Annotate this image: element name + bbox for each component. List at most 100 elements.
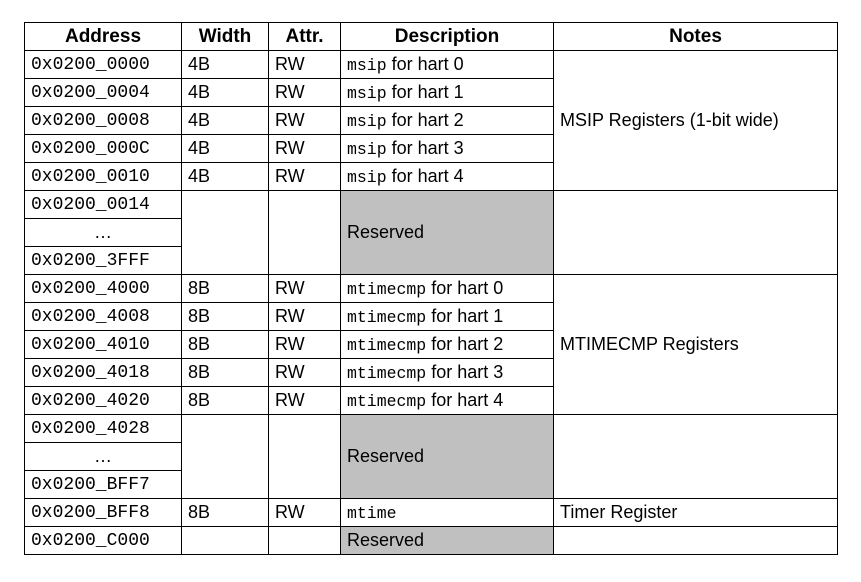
address-cell: 0x0200_4028 xyxy=(24,414,182,443)
description-text: for hart 1 xyxy=(426,306,504,326)
address-cell: 0x0200_BFF7 xyxy=(24,470,182,499)
notes-cell-mtimecmp: MTIMECMP Registers xyxy=(553,274,838,415)
width-cell: 8B xyxy=(181,330,269,359)
reserved-cell: Reserved xyxy=(340,414,554,499)
table-row: 0x0200_C000 Reserved xyxy=(24,526,838,555)
width-cell: 8B xyxy=(181,302,269,331)
table-row: 0x0200_0004 4B RW msip for hart 1 xyxy=(24,78,838,107)
width-cell: 4B xyxy=(181,78,269,107)
attr-cell: RW xyxy=(268,162,341,191)
header-address: Address xyxy=(24,22,182,51)
width-cell-empty xyxy=(181,414,269,499)
address-cell: 0x0200_3FFF xyxy=(24,246,182,275)
header-description: Description xyxy=(340,22,554,51)
notes-cell-mtime: Timer Register xyxy=(553,498,838,527)
description-cell: msip for hart 4 xyxy=(340,162,554,191)
description-text: for hart 4 xyxy=(386,166,464,186)
table-row: 0x0200_0010 4B RW msip for hart 4 xyxy=(24,162,838,191)
width-cell-empty xyxy=(181,190,269,275)
attr-cell: RW xyxy=(268,330,341,359)
width-cell-empty xyxy=(181,526,269,555)
address-cell: 0x0200_4000 xyxy=(24,274,182,303)
table-row: 0x0200_0000 4B RW msip for hart 0 MSIP R… xyxy=(24,50,838,191)
register-name: mtimecmp xyxy=(347,280,427,299)
description-cell: msip for hart 0 xyxy=(340,50,554,79)
width-cell: 4B xyxy=(181,50,269,79)
attr-cell-empty xyxy=(268,414,341,499)
address-cell: 0x0200_4008 xyxy=(24,302,182,331)
address-cell: 0x0200_C000 xyxy=(24,526,182,555)
table-row: 0x0200_4000 8B RW mtimecmp for hart 0 MT… xyxy=(24,274,838,415)
table-row: 0x0200_0014 Reserved xyxy=(24,190,838,275)
table-row: 0x0200_4010 8B RW mtimecmp for hart 2 xyxy=(24,330,838,359)
address-ellipsis: … xyxy=(24,442,182,471)
address-ellipsis: … xyxy=(24,218,182,247)
description-cell: mtimecmp for hart 0 xyxy=(340,274,554,303)
register-name: msip xyxy=(347,168,387,187)
description-text: for hart 3 xyxy=(386,138,464,158)
table-row: 0x0200_0008 4B RW msip for hart 2 xyxy=(24,106,838,135)
header-attr: Attr. xyxy=(268,22,341,51)
address-cell: 0x0200_0014 xyxy=(24,190,182,219)
register-name: msip xyxy=(347,84,387,103)
attr-cell: RW xyxy=(268,498,341,527)
table-row: … xyxy=(24,218,838,247)
address-cell: 0x0200_000C xyxy=(24,134,182,163)
description-cell: msip for hart 1 xyxy=(340,78,554,107)
address-cell: 0x0200_0008 xyxy=(24,106,182,135)
description-text: for hart 2 xyxy=(386,110,464,130)
notes-cell-msip: MSIP Registers (1-bit wide) xyxy=(553,50,838,191)
table-row: 0x0200_BFF8 8B RW mtime Timer Register xyxy=(24,498,838,527)
description-cell: mtimecmp for hart 4 xyxy=(340,386,554,415)
attr-cell: RW xyxy=(268,78,341,107)
attr-cell: RW xyxy=(268,106,341,135)
width-cell: 4B xyxy=(181,106,269,135)
address-cell: 0x0200_0004 xyxy=(24,78,182,107)
table-row: 0x0200_4020 8B RW mtimecmp for hart 4 xyxy=(24,386,838,415)
address-cell: 0x0200_4018 xyxy=(24,358,182,387)
register-name: mtimecmp xyxy=(347,364,427,383)
address-cell: 0x0200_4010 xyxy=(24,330,182,359)
register-name: msip xyxy=(347,112,387,131)
description-cell: mtimecmp for hart 3 xyxy=(340,358,554,387)
description-cell: msip for hart 2 xyxy=(340,106,554,135)
attr-cell-empty xyxy=(268,190,341,275)
table-row: 0x0200_4018 8B RW mtimecmp for hart 3 xyxy=(24,358,838,387)
attr-cell: RW xyxy=(268,134,341,163)
register-name: mtimecmp xyxy=(347,336,427,355)
attr-cell-empty xyxy=(268,526,341,555)
attr-cell: RW xyxy=(268,358,341,387)
attr-cell: RW xyxy=(268,50,341,79)
description-cell: mtimecmp for hart 1 xyxy=(340,302,554,331)
reserved-cell: Reserved xyxy=(340,190,554,275)
header-width: Width xyxy=(181,22,269,51)
notes-cell-empty xyxy=(553,414,838,499)
header-notes: Notes xyxy=(553,22,838,51)
header-row: Address Width Attr. Description Notes xyxy=(24,22,838,51)
description-cell: msip for hart 3 xyxy=(340,134,554,163)
table-row: 0x0200_BFF7 xyxy=(24,470,838,499)
description-cell: mtimecmp for hart 2 xyxy=(340,330,554,359)
width-cell: 8B xyxy=(181,498,269,527)
register-name: mtimecmp xyxy=(347,392,427,411)
address-cell: 0x0200_0010 xyxy=(24,162,182,191)
reserved-cell: Reserved xyxy=(340,526,554,555)
address-cell: 0x0200_4020 xyxy=(24,386,182,415)
table-row: 0x0200_4028 Reserved xyxy=(24,414,838,499)
width-cell: 4B xyxy=(181,162,269,191)
description-text: for hart 0 xyxy=(386,54,464,74)
notes-cell-empty xyxy=(553,190,838,275)
register-name: mtime xyxy=(347,504,397,523)
width-cell: 4B xyxy=(181,134,269,163)
table-row: 0x0200_4008 8B RW mtimecmp for hart 1 xyxy=(24,302,838,331)
attr-cell: RW xyxy=(268,302,341,331)
attr-cell: RW xyxy=(268,386,341,415)
width-cell: 8B xyxy=(181,274,269,303)
register-map-table: Address Width Attr. Description Notes 0x… xyxy=(24,22,838,555)
address-cell: 0x0200_0000 xyxy=(24,50,182,79)
register-name: msip xyxy=(347,56,387,75)
description-cell: mtime xyxy=(340,498,554,527)
notes-cell-empty xyxy=(553,526,838,555)
description-text: for hart 0 xyxy=(426,278,504,298)
address-cell: 0x0200_BFF8 xyxy=(24,498,182,527)
